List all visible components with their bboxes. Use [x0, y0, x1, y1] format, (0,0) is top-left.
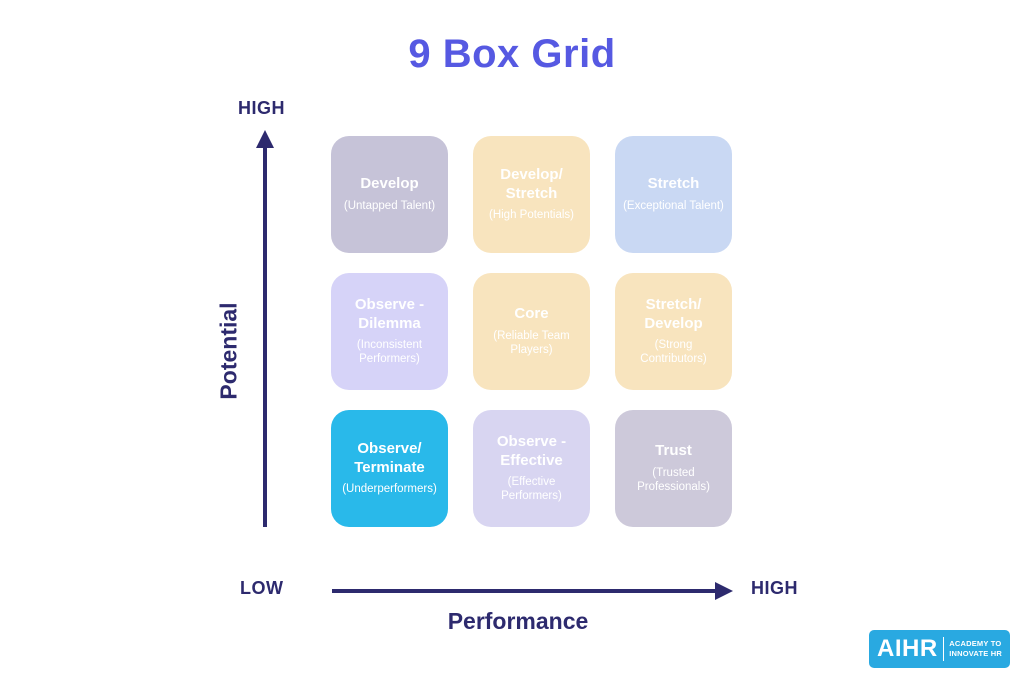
logo-tagline-line2: INNOVATE HR	[949, 649, 1002, 658]
cell-title: Core	[514, 305, 549, 323]
cell-subtitle: (High Potentials)	[488, 209, 574, 222]
cell-subtitle: (Reliable Team Players)	[493, 330, 570, 356]
logo-divider	[942, 637, 944, 661]
grid-cell-stretch: Stretch (Exceptional Talent)	[615, 136, 732, 253]
cell-title: Stretch	[647, 175, 700, 193]
y-axis-arrow-head-icon	[256, 130, 274, 148]
grid-cell-core: Core (Reliable Team Players)	[473, 273, 590, 390]
grid-cell-observe-terminate: Observe/ Terminate (Underperformers)	[331, 410, 448, 527]
cell-title: Develop	[360, 175, 419, 193]
y-axis-low-label: LOW	[240, 578, 284, 598]
page-title: 9 Box Grid	[408, 32, 616, 76]
cell-title: Observe/ Terminate	[354, 439, 425, 476]
cell-subtitle: (Trusted Professionals)	[637, 467, 710, 493]
y-axis-high-label: HIGH	[238, 98, 285, 118]
grid-cell-observe-effective: Observe - Effective (Effective Performer…	[473, 410, 590, 527]
aihr-logo: AIHR ACADEMY TO INNOVATE HR	[869, 630, 1010, 668]
x-axis-label: Performance	[447, 608, 589, 634]
grid-cell-observe-dilemma: Observe - Dilemma (Inconsistent Performe…	[331, 273, 448, 390]
grid-cell-develop-stretch: Develop/ Stretch (High Potentials)	[473, 136, 590, 253]
cell-title: Observe - Effective	[496, 432, 567, 469]
x-axis-arrow-head-icon	[715, 582, 733, 600]
cell-title: Develop/ Stretch	[500, 165, 563, 202]
x-axis-high-label: HIGH	[751, 578, 798, 598]
cell-title: Stretch/ Develop	[644, 295, 703, 332]
cell-subtitle: (Inconsistent Performers)	[356, 339, 423, 366]
cell-subtitle: (Strong Contributors)	[640, 339, 707, 366]
grid-cell-develop: Develop (Untapped Talent)	[331, 136, 448, 253]
x-axis-arrow-line	[332, 589, 717, 593]
cell-subtitle: (Untapped Talent)	[343, 199, 436, 212]
grid-cell-stretch-develop: Stretch/ Develop (Strong Contributors)	[615, 273, 732, 390]
logo-tagline: ACADEMY TO INNOVATE HR	[949, 639, 1002, 659]
cell-subtitle: (Underperformers)	[342, 483, 437, 496]
cell-subtitle: (Effective Performers)	[501, 476, 562, 503]
cell-title: Observe - Dilemma	[354, 295, 425, 332]
y-axis-label: Potential	[215, 302, 242, 400]
y-axis-arrow-line	[263, 144, 267, 527]
grid-cell-trust: Trust (Trusted Professionals)	[615, 410, 732, 527]
nine-box-grid: Develop (Untapped Talent) Develop/ Stret…	[331, 136, 732, 527]
cell-title: Trust	[655, 442, 692, 460]
logo-tagline-line1: ACADEMY TO	[949, 639, 1002, 649]
logo-brand-text: AIHR	[877, 635, 938, 662]
cell-subtitle: (Exceptional Talent)	[623, 199, 724, 212]
